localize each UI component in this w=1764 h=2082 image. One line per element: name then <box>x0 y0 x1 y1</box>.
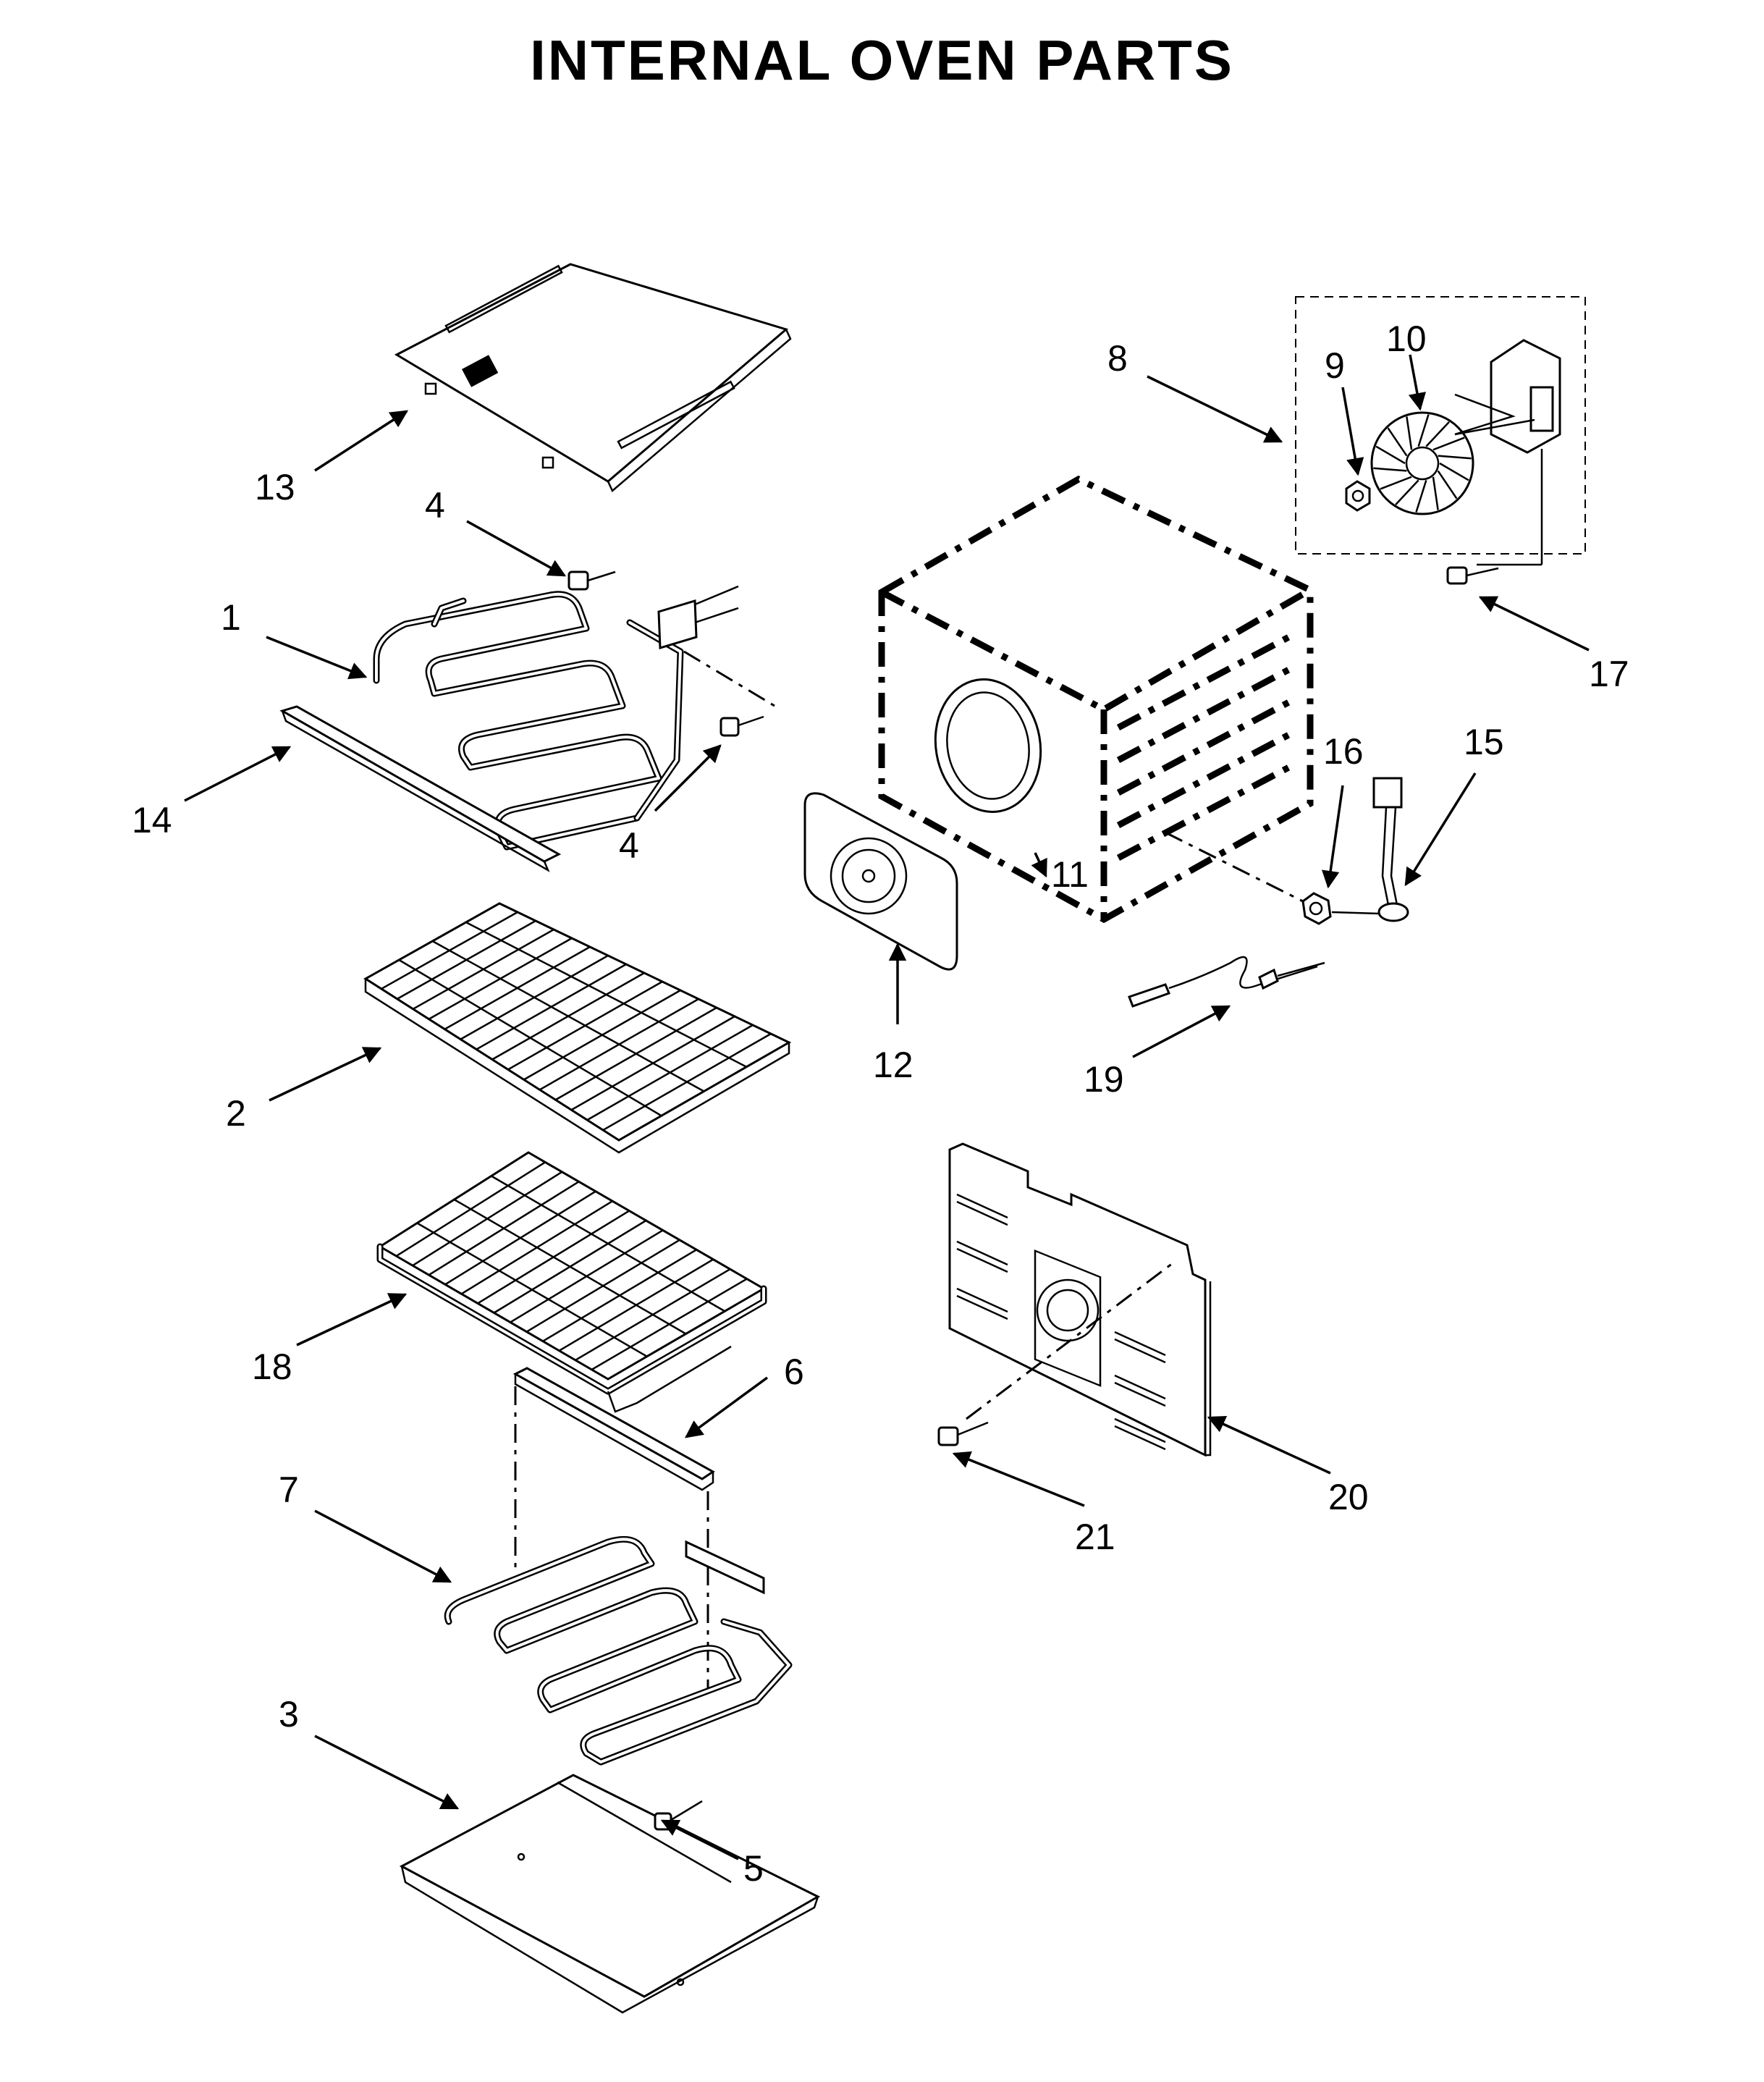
callout-5: 5 <box>743 1848 764 1889</box>
bottom-panel-part[interactable] <box>399 1774 821 2014</box>
fan-assembly-box <box>1295 296 1586 555</box>
screw-part[interactable] <box>567 570 764 737</box>
bake-shield-part[interactable] <box>512 1367 715 1694</box>
callout-1: 1 <box>221 597 241 638</box>
temp-sensor-part[interactable] <box>1331 777 1409 922</box>
leader-arrows <box>184 354 1590 1860</box>
roll-out-rack-part[interactable] <box>376 1151 767 1413</box>
meat-probe-part[interactable] <box>1128 956 1325 1008</box>
sensor-nut-part[interactable] <box>1165 831 1332 925</box>
callout-17: 17 <box>1589 654 1629 694</box>
callout-15: 15 <box>1464 722 1504 762</box>
callout-11: 11 <box>1051 854 1089 895</box>
callout-4a: 4 <box>425 485 445 526</box>
oven-rack-part[interactable] <box>363 902 792 1154</box>
callout-16: 16 <box>1323 731 1364 772</box>
callout-4b: 4 <box>619 825 639 866</box>
callout-19: 19 <box>1084 1059 1124 1100</box>
callout-21: 21 <box>1075 1517 1115 1557</box>
callout-9: 9 <box>1325 345 1345 386</box>
fan-blade-part[interactable] <box>1370 411 1474 515</box>
top-panel-part[interactable] <box>394 263 792 493</box>
callout-13: 13 <box>255 467 295 507</box>
rear-panel-part[interactable] <box>948 1142 1212 1457</box>
motor-screw-part[interactable] <box>1446 566 1499 585</box>
broil-element-part[interactable] <box>373 585 775 851</box>
front-trim-part[interactable] <box>279 705 562 872</box>
callout-14: 14 <box>132 800 172 840</box>
diagram-title: INTERNAL OVEN PARTS <box>530 28 1234 92</box>
callout-6: 6 <box>784 1352 804 1392</box>
callout-3: 3 <box>279 1694 299 1735</box>
rear-panel-screw-part[interactable] <box>937 1421 989 1446</box>
callout-7: 7 <box>279 1470 299 1510</box>
fan-nut-part[interactable] <box>1345 480 1371 512</box>
fan-motor-part[interactable] <box>1454 339 1561 566</box>
oven-cavity-part[interactable] <box>878 475 1314 924</box>
callout-10: 10 <box>1386 319 1427 359</box>
screw-part-5[interactable] <box>654 1800 703 1831</box>
callout-8: 8 <box>1107 338 1128 379</box>
callout-2: 2 <box>226 1093 246 1134</box>
callout-18: 18 <box>252 1346 292 1387</box>
callout-12: 12 <box>873 1045 913 1085</box>
fan-cover-part[interactable] <box>803 792 958 971</box>
bake-element-part[interactable] <box>444 1535 793 1766</box>
callout-20: 20 <box>1328 1477 1369 1517</box>
